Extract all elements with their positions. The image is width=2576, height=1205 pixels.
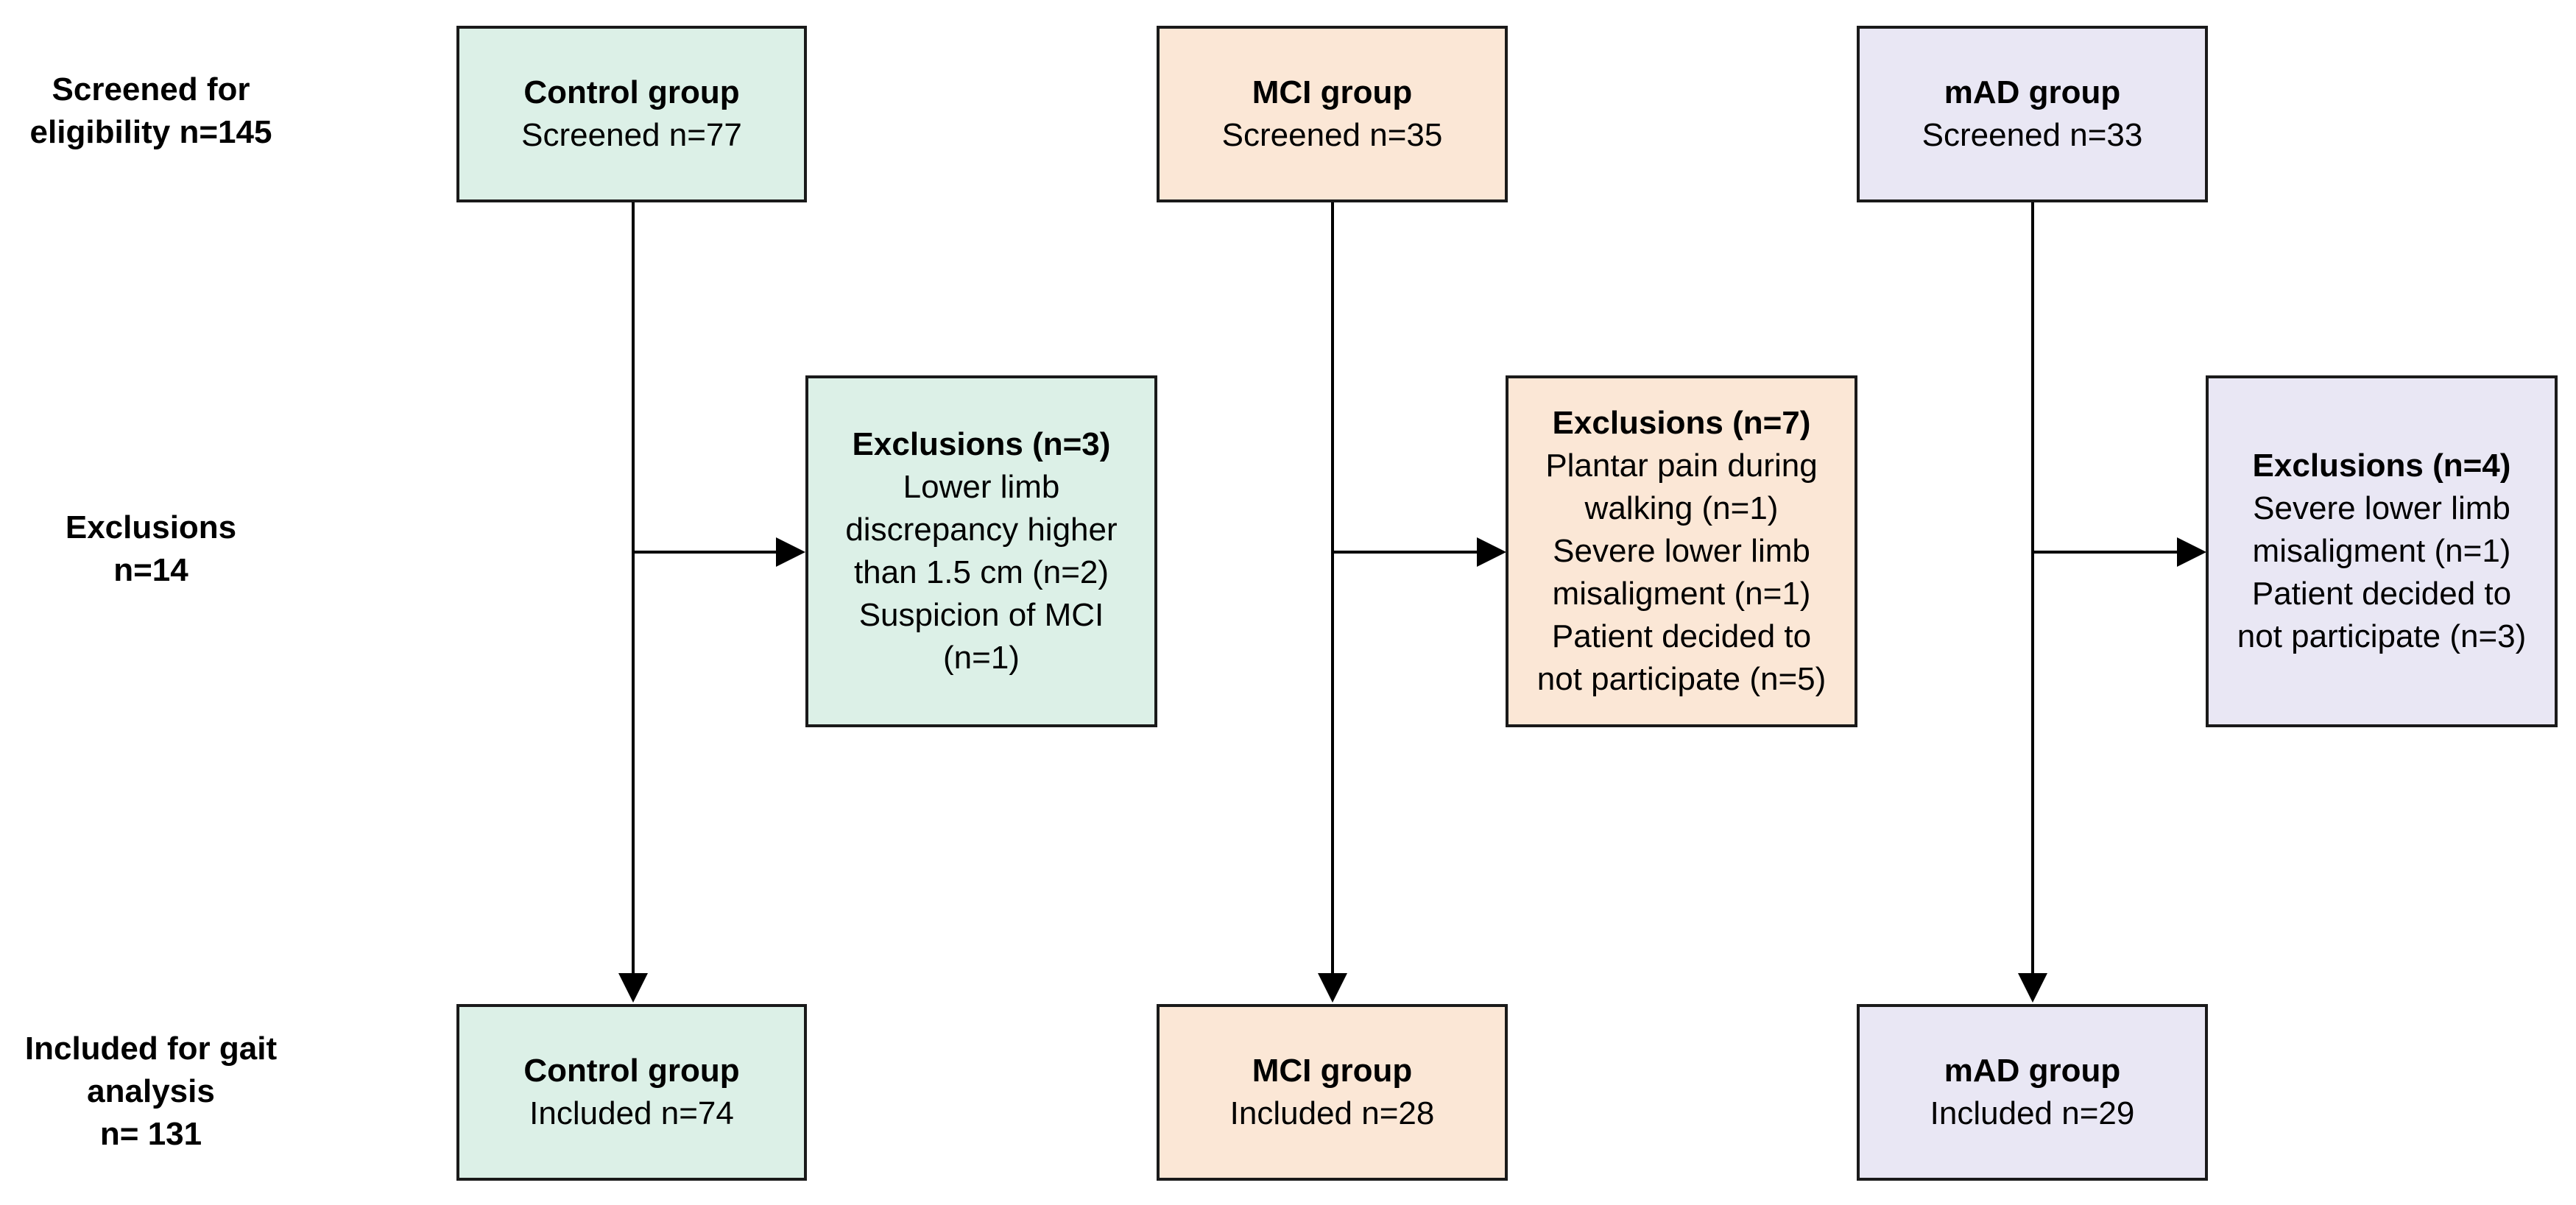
box-text-line: Patient decided to [2251,576,2512,612]
row-label-line: Included for gait [24,1031,278,1067]
box-text: Screened n=33 [1922,117,2143,153]
box-title: Exclusions (n=7) [1552,405,1811,441]
control-included-box: Control group Included n=74 [456,1004,807,1181]
mad-screened-box: mAD group Screened n=33 [1857,26,2208,202]
box-title: MCI group [1252,1053,1413,1089]
row-label-line: analysis [87,1073,215,1109]
box-text: Included n=28 [1229,1095,1435,1131]
box-title: MCI group [1252,74,1413,110]
box-text-line: not participate (n=3) [2237,618,2527,654]
box-text-line: Lower limb [903,469,1060,505]
box-text-line: not participate (n=5) [1536,661,1827,697]
mci-screened-box: MCI group Screened n=35 [1157,26,1508,202]
box-text-line: (n=1) [943,640,1020,676]
row-label-line: Exclusions [65,509,237,545]
row-label-screened: Screened for eligibility n=145 [0,68,302,154]
box-text-line: Patient decided to [1551,618,1812,654]
box-text-line: discrepancy higher [845,512,1118,548]
box-title: Control group [523,1053,740,1089]
mad-exclusions-box: Exclusions (n=4) Severe lower limb misal… [2206,375,2558,727]
box-text-line: walking (n=1) [1584,490,1779,526]
box-text: Screened n=77 [521,117,742,153]
box-text-line: Severe lower limb [2253,490,2510,526]
mci-included-box: MCI group Included n=28 [1157,1004,1508,1181]
box-text-line: Severe lower limb [1553,533,1810,569]
row-label-exclusions: Exclusions n=14 [0,506,302,592]
box-title: mAD group [1944,1053,2121,1089]
box-text-line: than 1.5 cm (n=2) [853,554,1109,590]
box-title: Exclusions (n=4) [2252,448,2511,484]
box-text: Included n=29 [1930,1095,2135,1131]
box-text: Included n=74 [529,1095,734,1131]
box-title: Control group [523,74,740,110]
box-title: Exclusions (n=3) [852,426,1111,462]
control-exclusions-box: Exclusions (n=3) Lower limb discrepancy … [805,375,1157,727]
box-text-line: misaligment (n=1) [1552,576,1811,612]
mci-exclusions-box: Exclusions (n=7) Plantar pain during wal… [1506,375,1857,727]
mad-included-box: mAD group Included n=29 [1857,1004,2208,1181]
box-title: mAD group [1944,74,2121,110]
box-text-line: Plantar pain during [1545,448,1818,484]
box-text: Screened n=35 [1221,117,1443,153]
row-label-line: Screened for [52,71,250,107]
box-text-line: misaligment (n=1) [2252,533,2511,569]
row-label-included: Included for gait analysis n= 131 [0,1028,302,1156]
row-label-line: eligibility n=145 [29,114,272,150]
control-screened-box: Control group Screened n=77 [456,26,807,202]
row-label-line: n=14 [113,552,188,588]
box-text-line: Suspicion of MCI [858,597,1104,633]
row-label-line: n= 131 [99,1116,202,1152]
